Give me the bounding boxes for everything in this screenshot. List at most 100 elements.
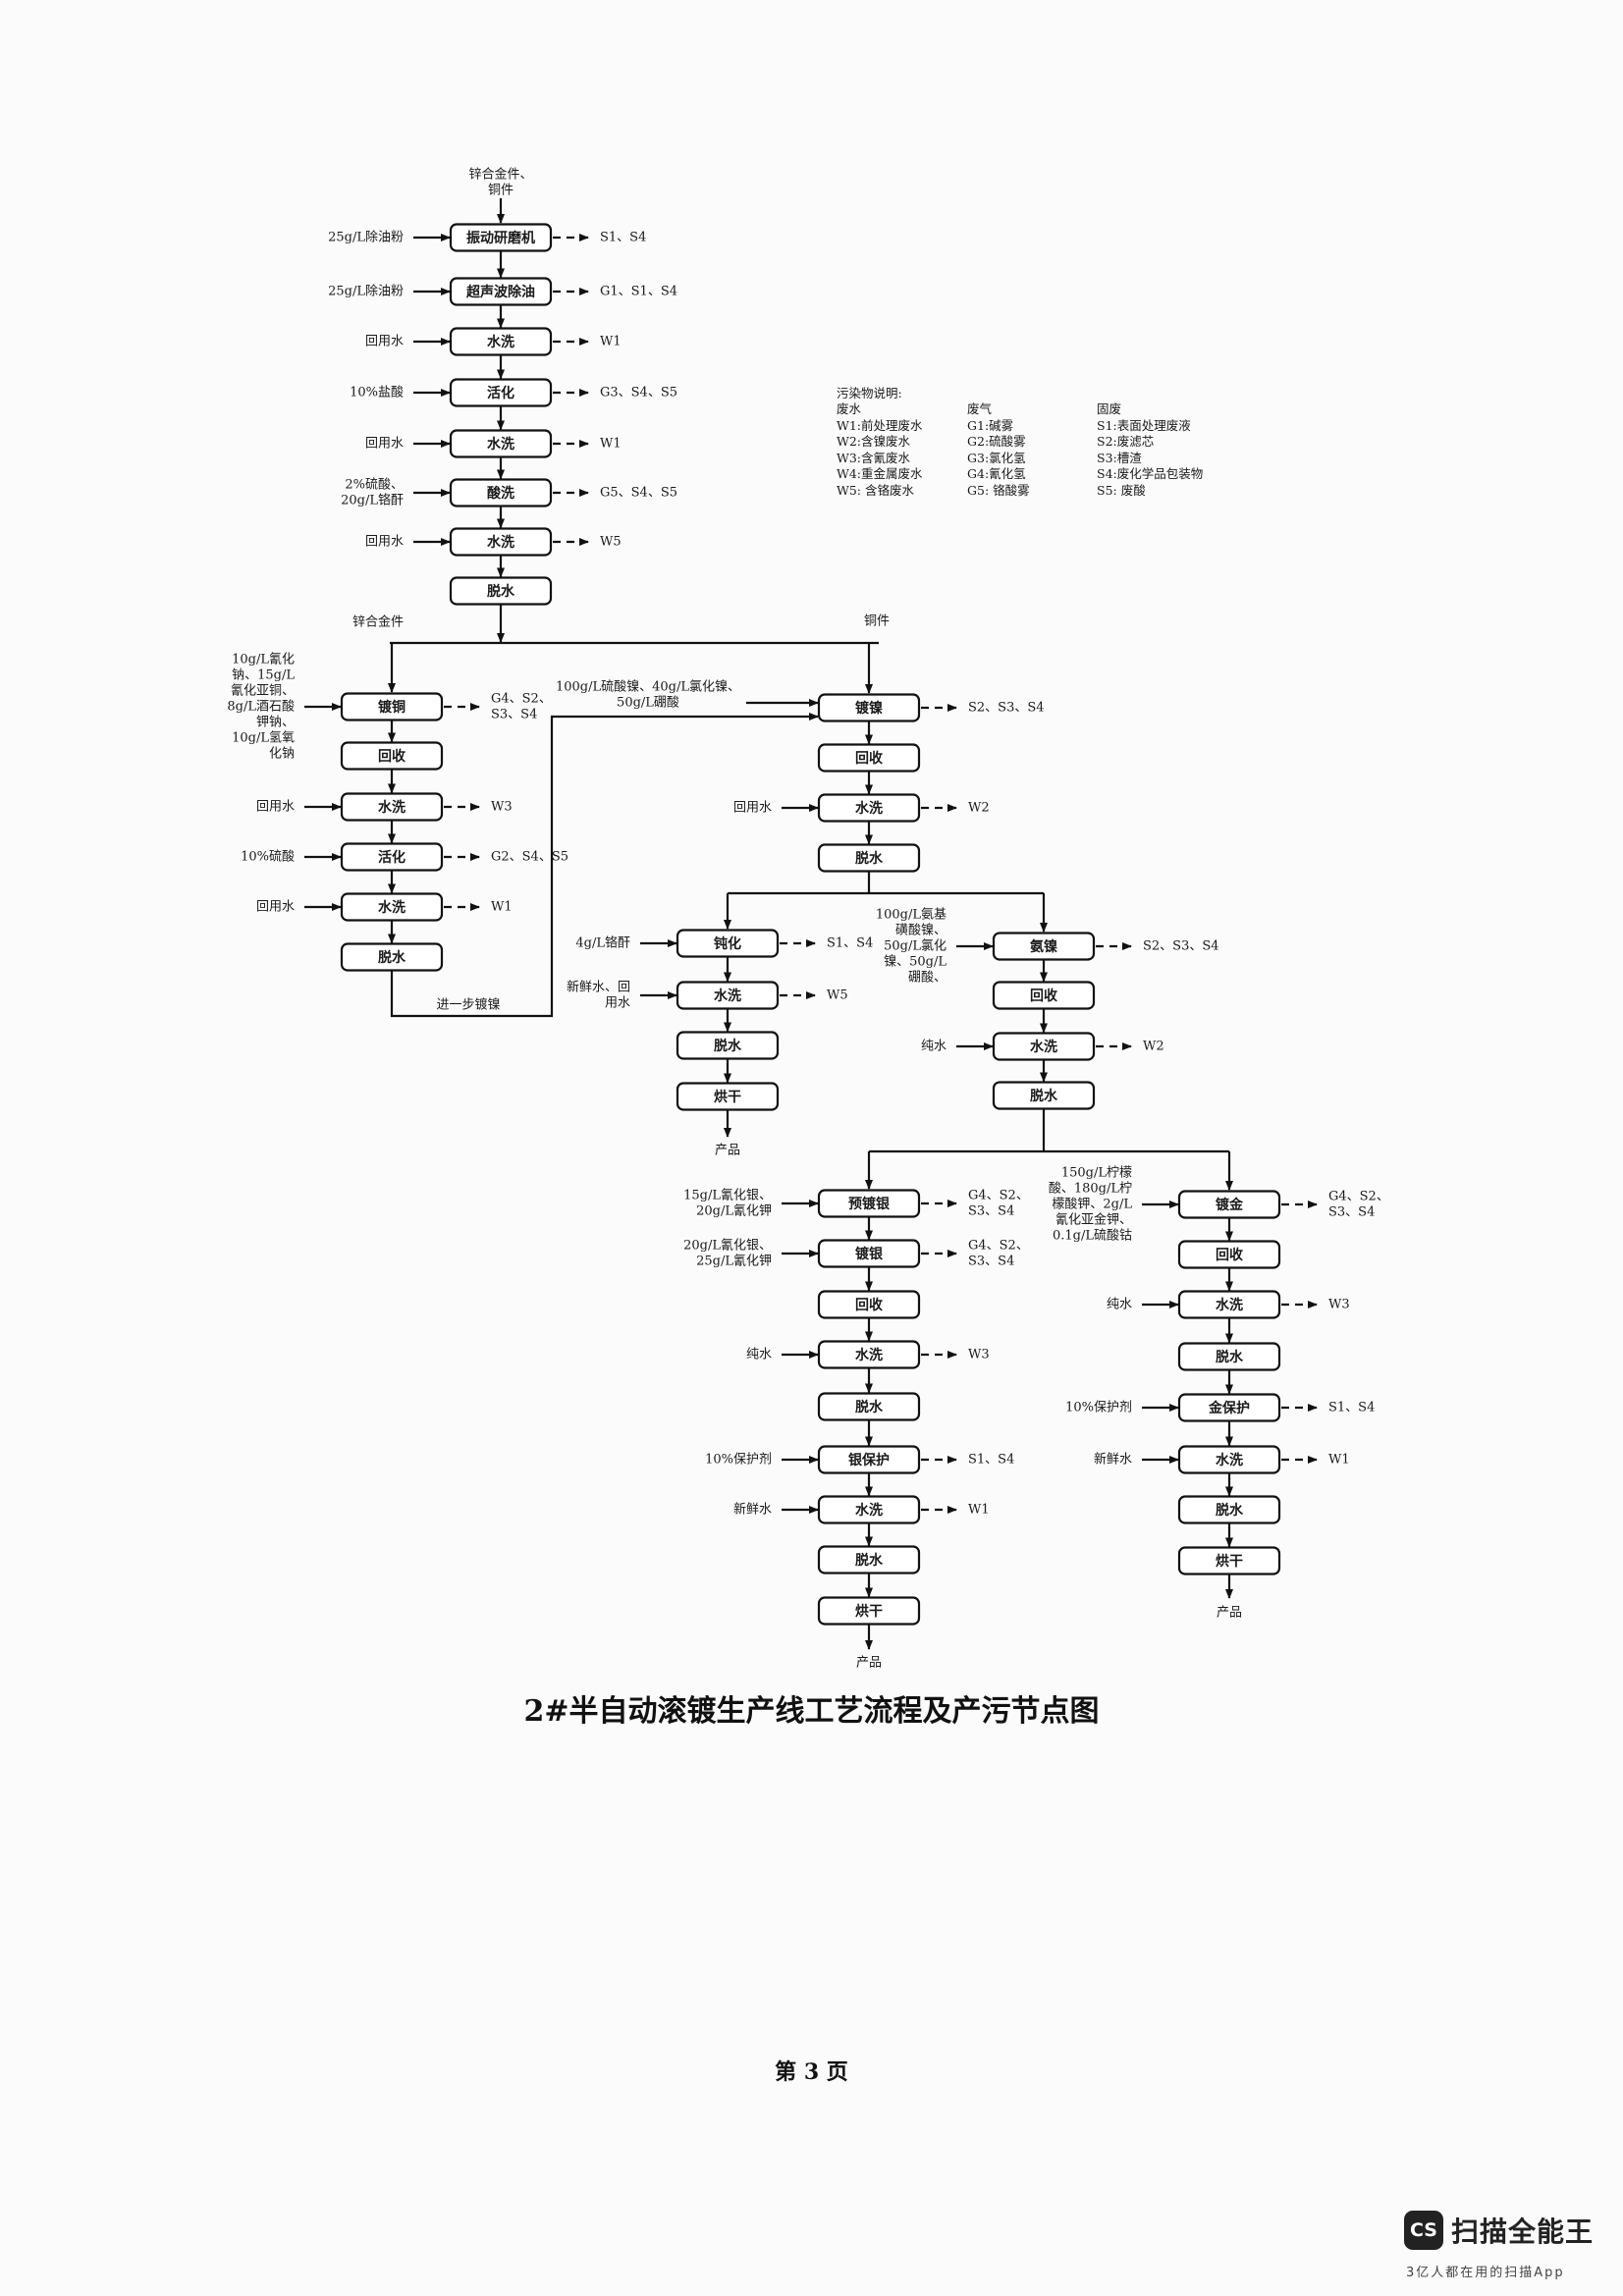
- process-step-label: 脱水: [714, 1038, 742, 1054]
- input-material-label: 回用水: [733, 801, 772, 816]
- branch-label-zinc: 锌合金件: [352, 614, 404, 630]
- process-box: [340, 792, 444, 822]
- legend-item: G1:碱雾: [967, 417, 1014, 433]
- pollutant-label: G4、S2、: [491, 692, 552, 707]
- legend-title: 废水: [837, 401, 862, 416]
- pollutant-label: W3: [968, 1348, 990, 1362]
- process-step-label: 水洗: [714, 988, 741, 1004]
- watermark-name: 扫描全能王: [1451, 2216, 1595, 2248]
- input-material-label: 50g/L氯化: [884, 939, 947, 954]
- process-box: [992, 981, 1096, 1010]
- process-step-label: 水洗: [378, 799, 406, 816]
- further-nickel-connector: [390, 713, 819, 1018]
- pollutant-label: G4、S2、: [968, 1239, 1029, 1254]
- process-box: [449, 327, 553, 356]
- branch-label-copper: 铜件: [864, 614, 890, 629]
- further-nickel-label: 进一步镀镍: [436, 997, 500, 1013]
- process-step-label: 镀金: [1216, 1197, 1244, 1213]
- process-box: [1177, 1190, 1281, 1219]
- legend-item: S3:槽渣: [1097, 450, 1142, 465]
- process-box: [992, 1032, 1096, 1061]
- process-box: [1177, 1290, 1281, 1319]
- input-material-label: 钠、15g/L: [232, 668, 295, 683]
- process-step-label: 回收: [855, 1297, 884, 1313]
- process-step-label: 烘干: [855, 1603, 883, 1620]
- process-step-label: 脱水: [378, 949, 406, 966]
- pollutant-label: S3、S4: [1328, 1205, 1375, 1220]
- pollutant-label: S3、S4: [968, 1255, 1014, 1269]
- process-step-label: 水洗: [855, 1502, 883, 1519]
- process-step-label: 水洗: [1216, 1452, 1243, 1468]
- process-box: [1177, 1342, 1281, 1371]
- process-box: [676, 929, 780, 958]
- process-step-label: 回收: [1216, 1247, 1244, 1263]
- process-box: [449, 223, 553, 252]
- input-material-label: 20g/L氰化银、: [683, 1238, 772, 1254]
- input-material-label: 纯水: [921, 1040, 947, 1054]
- input-material-label: 25g/L除油粉: [328, 285, 404, 299]
- process-step-label: 镀镍: [855, 700, 883, 717]
- process-step-label: 活化: [378, 849, 406, 866]
- legend-item: S2:废滤芯: [1097, 434, 1155, 449]
- input-material-label: 4g/L铬酐: [575, 935, 630, 951]
- process-box: [817, 843, 921, 873]
- legend-title: 废气: [967, 401, 993, 416]
- process-box: [817, 1392, 921, 1421]
- process-step-label: 水洗: [1030, 1039, 1057, 1055]
- legend-heading: 污染物说明:: [837, 386, 902, 400]
- process-box: [449, 277, 553, 306]
- legend-item: W5: 含铬废水: [837, 482, 914, 498]
- process-box: [1177, 1240, 1281, 1269]
- input-material-label: 用水: [605, 996, 630, 1011]
- pollutant-label: S1、S4: [968, 1453, 1014, 1468]
- process-step-label: 振动研磨机: [466, 230, 535, 246]
- feed-material-label: 锌合金件、: [468, 167, 532, 183]
- legend-item: S4:废化学品包装物: [1097, 466, 1204, 481]
- process-step-label: 脱水: [855, 850, 884, 867]
- input-material-label: 100g/L硫酸镍、40g/L氯化镍、: [556, 680, 740, 695]
- legend-item: W3:含氰废水: [837, 450, 911, 465]
- input-material-label: 回用水: [365, 535, 404, 550]
- input-material-label: 硼酸、: [908, 971, 947, 986]
- process-box: [817, 793, 921, 823]
- process-box: [449, 527, 553, 557]
- camscanner-watermark: CS 扫描全能王: [1404, 2211, 1594, 2250]
- process-box: [340, 942, 444, 972]
- legend-waste-gas: 废气 G1:碱雾 G2:硫酸雾 G3:氯化氢 G4:氰化氢 G5: 铬酸雾: [967, 401, 1030, 499]
- input-material-label: 10%保护剂: [705, 1453, 772, 1468]
- pollutant-label: S1、S4: [1328, 1401, 1375, 1415]
- legend-item: G4:氰化氢: [967, 466, 1026, 481]
- pollutant-label: W3: [1328, 1298, 1350, 1312]
- process-step-label: 银保护: [848, 1452, 890, 1468]
- input-material-label: 氰化亚铜、: [231, 683, 295, 699]
- process-box: [449, 478, 553, 507]
- pollutant-label: G4、S2、: [968, 1189, 1029, 1203]
- input-material-label: 酸、180g/L柠: [1049, 1182, 1132, 1197]
- process-step-label: 水洗: [855, 800, 883, 817]
- input-material-label: 新鲜水: [733, 1502, 772, 1518]
- input-material-label: 回用水: [256, 900, 295, 915]
- process-box: [817, 1495, 921, 1524]
- pollutant-label: G2、S4、S5: [491, 850, 568, 865]
- process-box: [676, 981, 780, 1010]
- process-step-label: 钝化: [714, 935, 741, 952]
- process-box: [1177, 1495, 1281, 1524]
- input-material-label: 纯水: [746, 1348, 772, 1362]
- product-label: 产品: [715, 1144, 740, 1158]
- watermark-tagline: 3亿人都在用的扫描App: [1406, 2266, 1565, 2280]
- process-box: [817, 1545, 921, 1575]
- legend-item: G2:硫酸雾: [967, 434, 1026, 449]
- process-step-label: 酸洗: [487, 485, 514, 502]
- input-material-label: 20g/L氰化钾: [696, 1203, 772, 1219]
- input-material-label: 回用水: [365, 437, 404, 452]
- legend-title: 固废: [1097, 401, 1122, 416]
- input-material-label: 磺酸镍、: [895, 924, 947, 938]
- pollutant-label: G1、S1、S4: [600, 285, 677, 299]
- process-step-label: 预镀银: [848, 1196, 891, 1212]
- legend-item: W2:含镍废水: [837, 434, 911, 449]
- process-box: [817, 1340, 921, 1369]
- input-material-label: 10%盐酸: [350, 386, 404, 400]
- legend-item: W1:前处理废水: [837, 417, 923, 433]
- pollutant-label: W2: [1143, 1040, 1164, 1054]
